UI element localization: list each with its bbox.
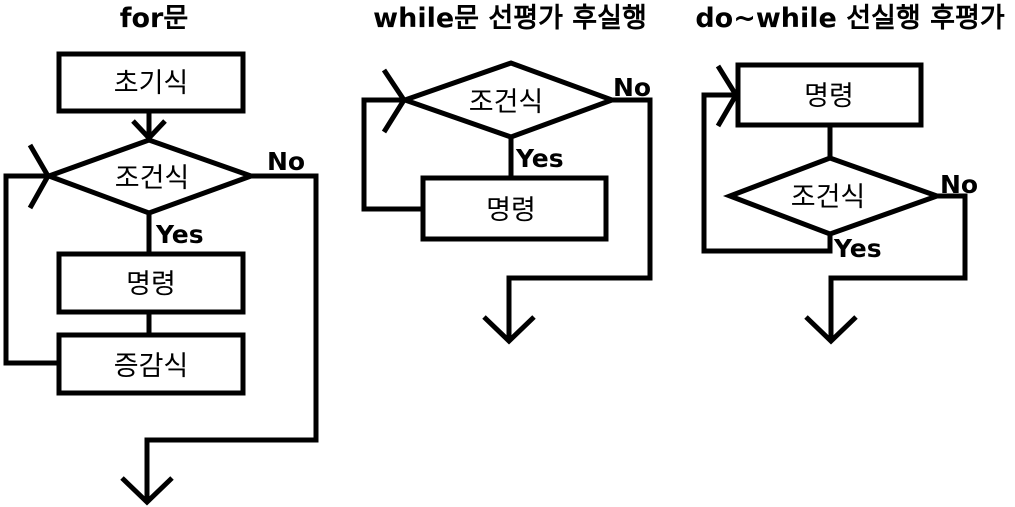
while-title: while문 선평가 후실행: [373, 3, 647, 34]
for-body-label: 명령: [126, 269, 176, 300]
while-flowchart: 조건식 Yes 명령 No: [361, 60, 653, 345]
while-loop-arrowhead: [381, 68, 407, 134]
for-exit-arrowhead: [120, 476, 174, 506]
while-body-box: [420, 175, 609, 242]
dowhile-loop-back-line: [701, 92, 833, 254]
dowhile-no-label: No: [940, 170, 978, 199]
for-init-label: 초기식: [114, 68, 189, 99]
for-yes-label: Yes: [155, 220, 204, 249]
while-no-line: [506, 97, 653, 340]
dowhile-yes-label: Yes: [833, 234, 882, 263]
dowhile-exit-arrowhead: [804, 315, 858, 345]
dowhile-no-line: [828, 193, 968, 340]
while-exit-arrowhead: [482, 315, 536, 345]
dowhile-body-label: 명령: [804, 81, 854, 112]
for-loop-back-line: [3, 173, 59, 366]
for-flowchart: 초기식 조건식 Yes 명령 증감식 No: [3, 51, 319, 506]
for-condition-label: 조건식: [115, 163, 190, 194]
dowhile-flowchart: 명령 조건식 Yes No: [701, 62, 978, 345]
while-body-label: 명령: [486, 195, 536, 226]
for-title: for문: [120, 3, 188, 34]
while-condition-label: 조건식: [469, 87, 544, 118]
while-loop-back-line: [361, 97, 423, 212]
for-no-label: No: [267, 147, 305, 176]
dowhile-body-box: [735, 62, 924, 128]
for-increment-label: 증감식: [114, 351, 189, 382]
dowhile-condition-label: 조건식: [791, 182, 866, 213]
while-yes-label: Yes: [515, 144, 564, 173]
dowhile-loop-arrowhead: [715, 64, 739, 128]
for-loop-arrowhead: [27, 143, 51, 210]
for-no-line: [144, 173, 319, 500]
for-increment-box: [56, 332, 246, 396]
dowhile-title: do~while 선실행 후평가: [695, 3, 1004, 34]
while-no-label: No: [613, 73, 651, 102]
